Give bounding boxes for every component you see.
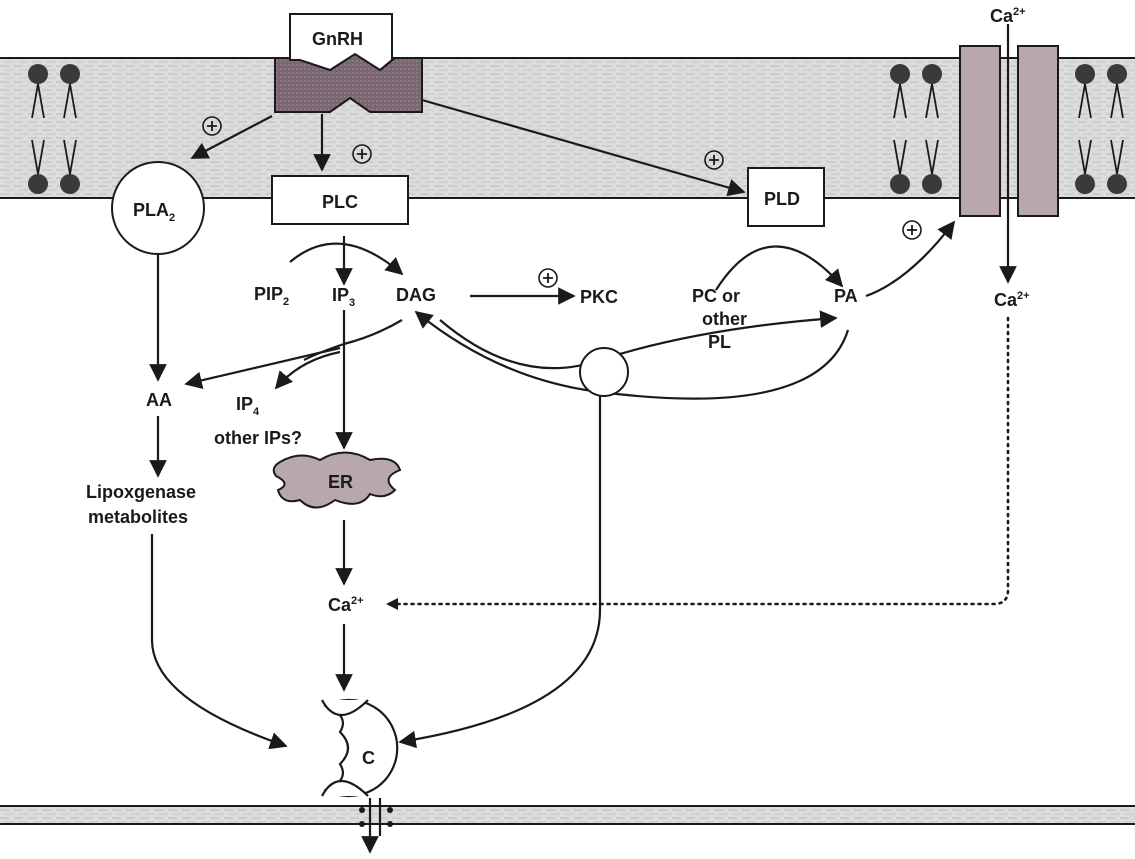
aa-label: AA xyxy=(146,390,172,410)
dag-label: DAG xyxy=(396,285,436,305)
er-label: ER xyxy=(328,472,353,492)
lower-membrane xyxy=(0,806,1135,824)
pkc-label: PKC xyxy=(580,287,618,307)
pc-label-line3: PL xyxy=(708,332,731,352)
arrow-dag-to-pa xyxy=(440,318,836,368)
arrow-pa-to-channel xyxy=(866,222,954,296)
arrow-lipox-to-c xyxy=(152,534,286,746)
arrow-pkc-to-c xyxy=(400,396,600,742)
dotted-ca-influx-path xyxy=(386,318,1008,604)
arrow-pa-to-dag xyxy=(416,312,848,399)
arrow-pc-to-pa xyxy=(716,246,842,290)
other-ips-label: other IPs? xyxy=(214,428,302,448)
c-label: C xyxy=(362,748,375,768)
ip3-label: IP3 xyxy=(332,285,355,309)
ca-extracellular-label: Ca2+ xyxy=(990,6,1026,26)
lipox-label-line1: Lipoxgenase xyxy=(86,482,196,502)
ca-cytosol-label: Ca2+ xyxy=(328,595,364,615)
pip2-label: PIP2 xyxy=(254,284,289,308)
pc-label-line1: PC or xyxy=(692,286,740,306)
lipox-label-line2: metabolites xyxy=(88,507,188,527)
arrow-to-aa xyxy=(186,348,340,384)
pa-label: PA xyxy=(834,286,858,306)
pkc-junction xyxy=(580,348,628,396)
arrow-pip2-to-dag xyxy=(290,244,402,274)
plc-label: PLC xyxy=(322,192,358,212)
calcium-channel xyxy=(960,24,1058,282)
gnrh-label: GnRH xyxy=(312,29,363,49)
pc-label-line2: other xyxy=(702,309,747,329)
ca-intracellular-label: Ca2+ xyxy=(994,290,1030,310)
ip4-label: IP4 xyxy=(236,394,260,418)
pld-label: PLD xyxy=(764,189,800,209)
dotted-arrowhead xyxy=(386,598,398,610)
